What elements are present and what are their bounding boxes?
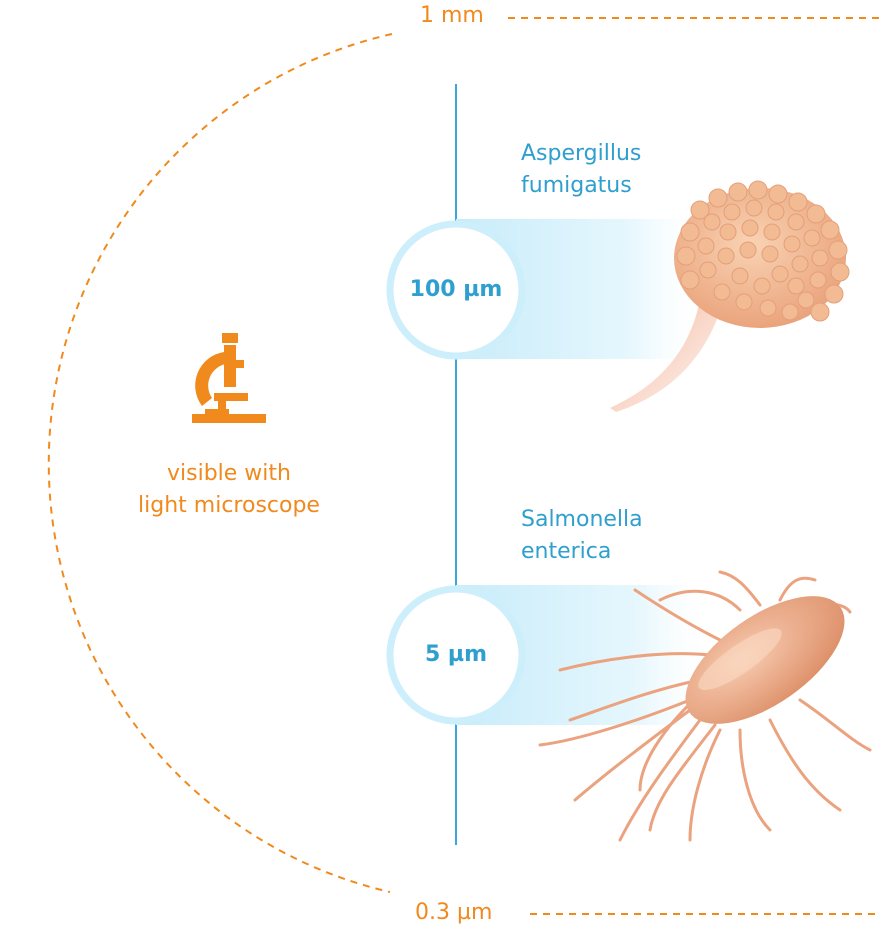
- visibility-range-arc: [47, 33, 393, 893]
- aspergillus-name-line2: fumigatus: [521, 173, 632, 198]
- microscope-caption: visible with light microscope: [0, 458, 458, 522]
- salmonella-size-badge: [386, 585, 526, 725]
- microscope-icon: [192, 333, 266, 423]
- aspergillus-name-line1: Aspergillus: [521, 141, 642, 166]
- aspergillus-name: Aspergillus fumigatus: [521, 138, 641, 202]
- microscope-caption-line2: light microscope: [138, 493, 320, 518]
- salmonella-name: Salmonella enterica: [521, 504, 643, 568]
- aspergillus-size-badge: [386, 220, 526, 360]
- top-scale-label: 1 mm: [420, 3, 484, 28]
- microscope-caption-line1: visible with: [167, 461, 291, 486]
- aspergillus-size-label: 100 µm: [409, 277, 503, 302]
- salmonella-bacterium-illustration: [538, 570, 872, 842]
- salmonella-name-line1: Salmonella: [521, 507, 643, 532]
- aspergillus-fungus-illustration: [610, 180, 850, 412]
- salmonella-name-line2: enterica: [521, 539, 612, 564]
- salmonella-size-label: 5 µm: [424, 642, 488, 667]
- bottom-scale-label: 0.3 µm: [415, 900, 493, 925]
